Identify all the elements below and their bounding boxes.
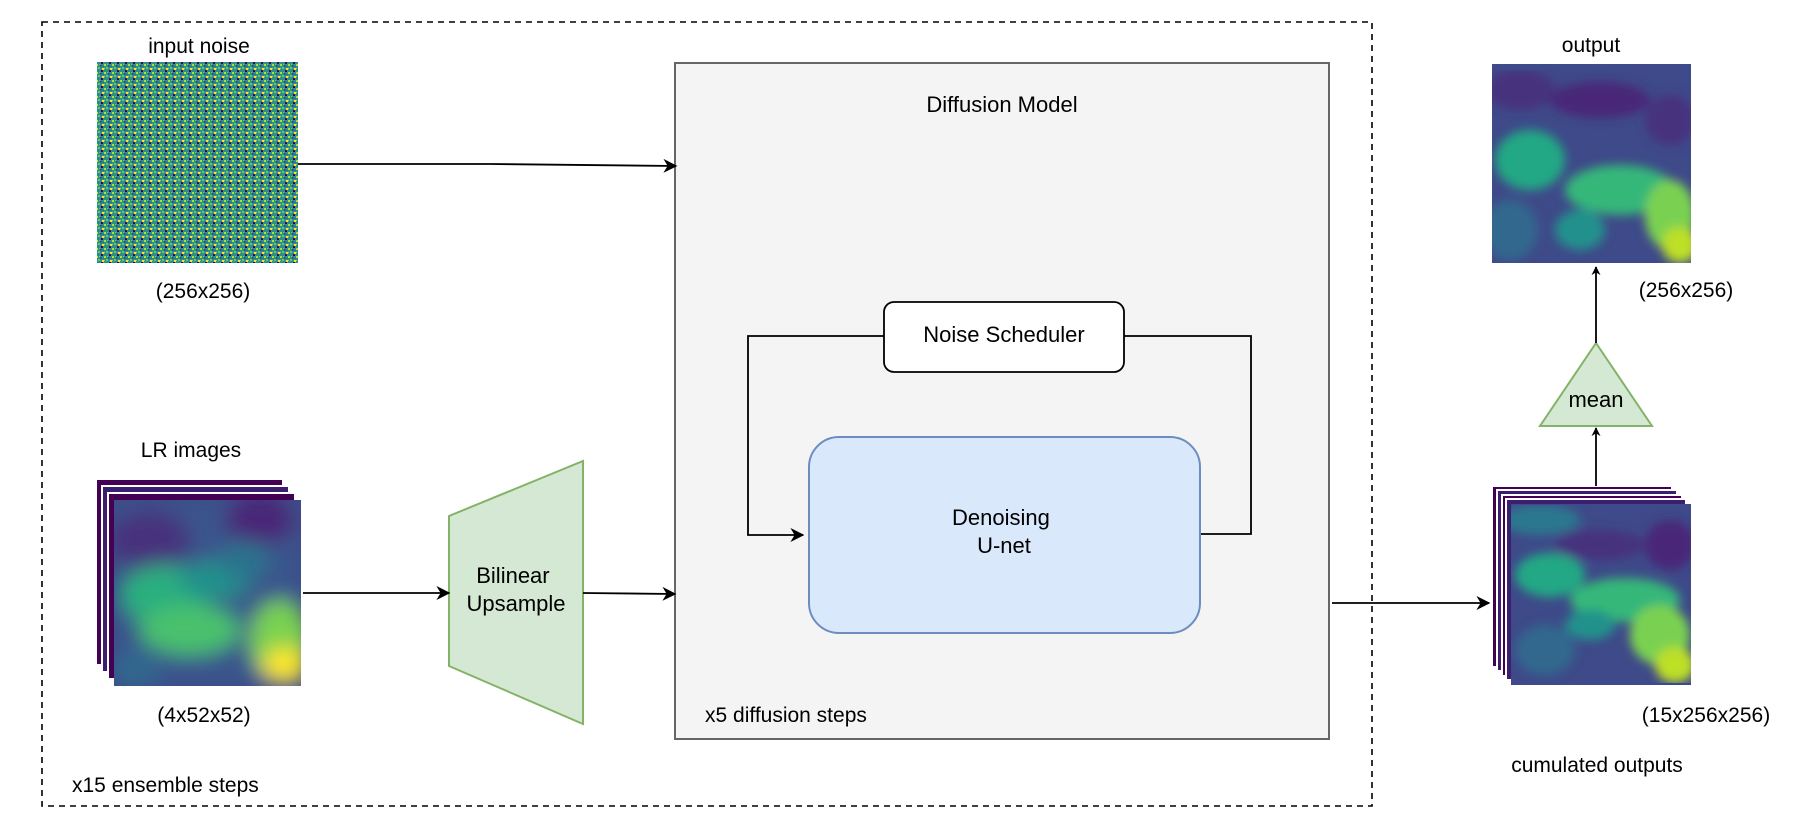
upsample-to-model-arrow [582, 586, 677, 601]
unet-line2: U-net [977, 533, 1031, 558]
input-noise-image [97, 62, 298, 263]
input-noise-title: input noise [148, 35, 250, 58]
denoising-unet-label: Denoising U-net [952, 505, 1056, 558]
bilinear-line1: Bilinear [476, 563, 549, 588]
unet-line1: Denoising [952, 505, 1050, 530]
mean-label: mean [1568, 387, 1623, 412]
lr-images-size: (4x52x52) [157, 704, 250, 727]
bilinear-upsample-block [448, 459, 584, 726]
output-image [1492, 64, 1691, 263]
bilinear-line2: Upsample [466, 591, 565, 616]
diffusion-model-box [674, 62, 1330, 740]
diffusion-steps-label: x5 diffusion steps [705, 704, 867, 727]
cumulated-outputs-label: cumulated outputs [1511, 754, 1683, 777]
denoising-unet-box [808, 436, 1201, 634]
input-noise-size: (256x256) [156, 280, 251, 303]
ensemble-label: x15 ensemble steps [72, 774, 259, 797]
ensemble-boundary [41, 21, 1373, 807]
bilinear-upsample-label: Bilinear Upsample [466, 563, 565, 616]
cumulated-outputs-size: (15x256x256) [1642, 704, 1770, 727]
output-size: (256x256) [1639, 279, 1734, 302]
noise-to-model-arrow [298, 158, 678, 173]
lr-images-title: LR images [141, 439, 241, 462]
noise-scheduler-box [883, 301, 1125, 373]
loop-connector-right [1124, 335, 1252, 535]
output-title: output [1562, 34, 1621, 57]
loop-connector-left [747, 335, 884, 542]
cumulated-outputs-stack [1491, 485, 1691, 685]
diffusion-model-title: Diffusion Model [926, 92, 1077, 117]
mean-block [1538, 341, 1654, 427]
noise-scheduler-label: Noise Scheduler [923, 322, 1084, 347]
lr-images-stack [95, 478, 301, 686]
